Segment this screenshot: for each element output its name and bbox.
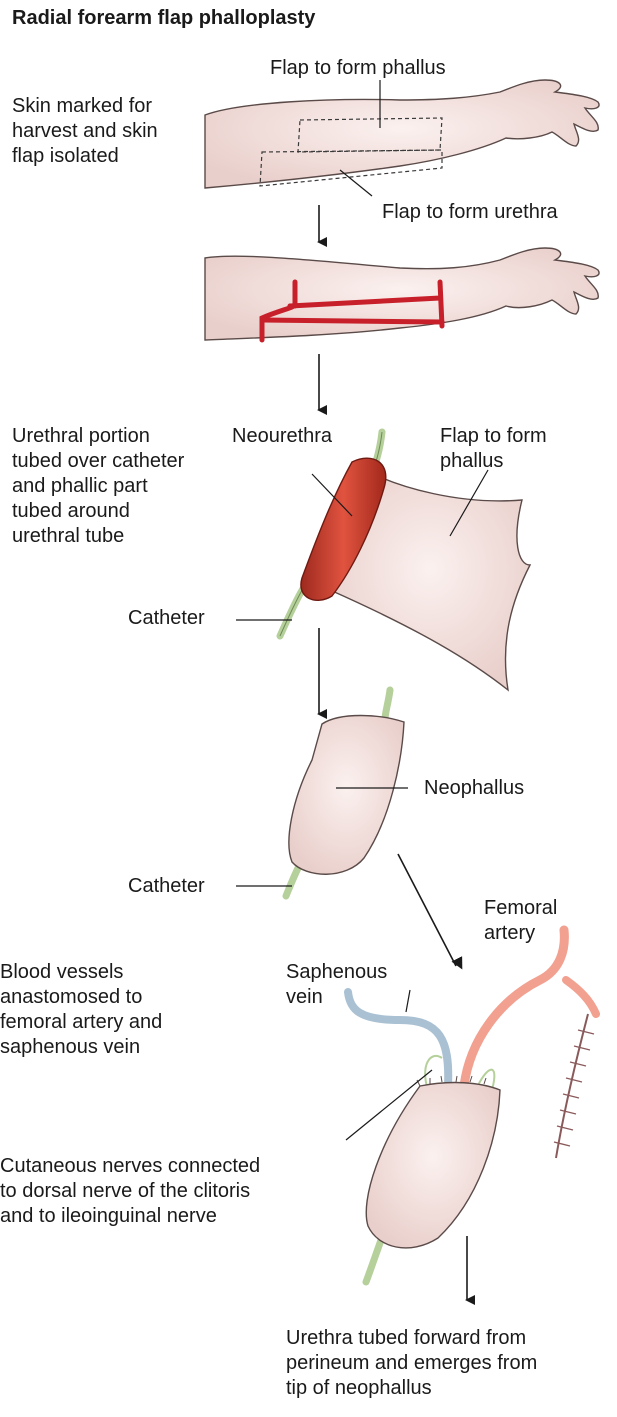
arm-marked (205, 80, 599, 196)
diagram-title: Radial forearm flap phalloplasty (12, 6, 315, 31)
label-skin-marked: Skin marked for harvest and skin flap is… (12, 94, 158, 169)
label-catheter-2: Catheter (128, 874, 205, 899)
label-femoral-artery: Femoral artery (484, 896, 557, 946)
arrow-diagonal (398, 854, 456, 966)
label-blood-vessels: Blood vessels anastomosed to femoral art… (0, 960, 162, 1060)
label-urethra-tubed: Urethra tubed forward from perineum and … (286, 1326, 537, 1401)
label-flap-urethra: Flap to form urethra (382, 200, 558, 225)
label-flap-phallus-top: Flap to form phallus (270, 56, 446, 81)
arm-incised (205, 248, 599, 340)
neophallus-figure (236, 690, 408, 896)
label-saphenous-vein: Saphenous vein (286, 960, 387, 1010)
label-catheter-1: Catheter (128, 606, 205, 631)
label-flap-phallus-mid: Flap to form phallus (440, 424, 547, 474)
label-neourethra: Neourethra (232, 424, 332, 449)
label-cutaneous-nerves: Cutaneous nerves connected to dorsal ner… (0, 1154, 260, 1229)
label-urethral-portion: Urethral portion tubed over catheter and… (12, 424, 184, 549)
label-neophallus: Neophallus (424, 776, 524, 801)
